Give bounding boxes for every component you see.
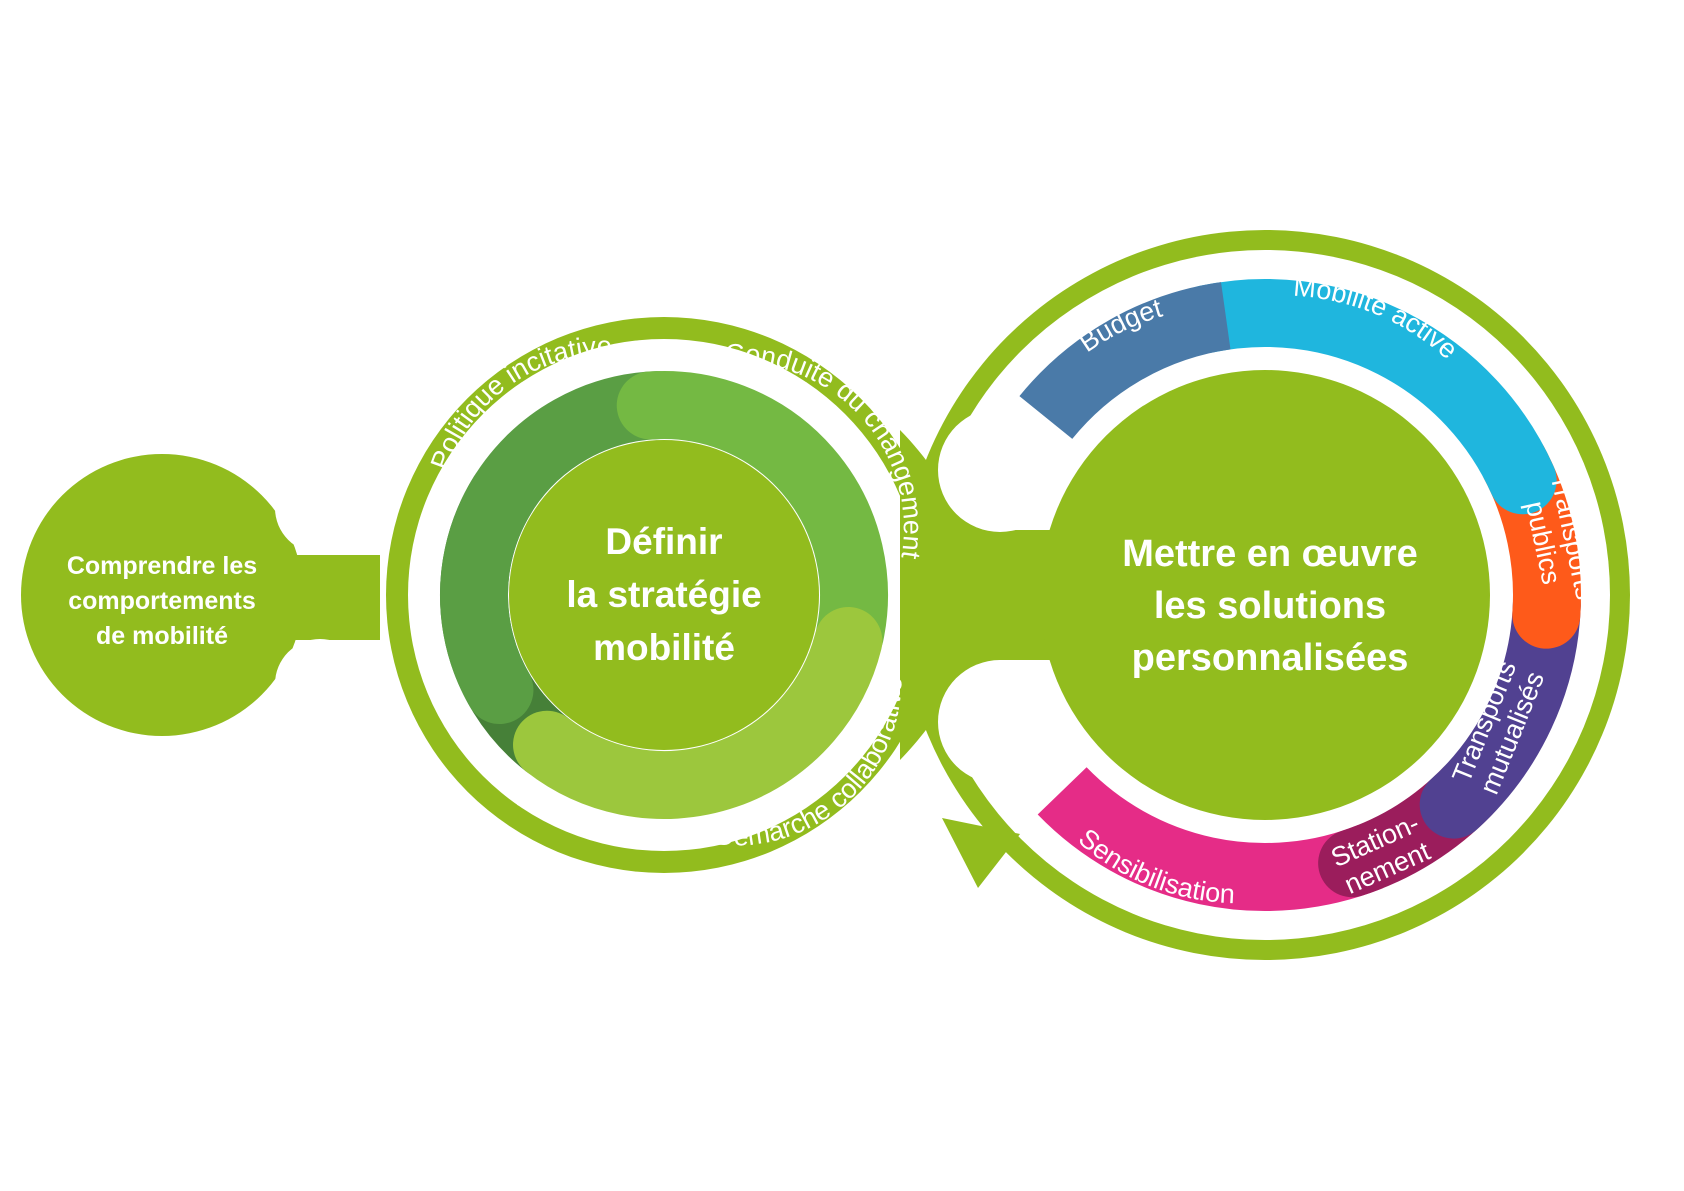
right-node-line-2: les solutions [1154,585,1386,627]
connector-notch-bottom [938,660,1062,784]
left-neck-notch-bottom [275,639,365,729]
center-node-line-1: Définir [605,521,722,562]
center-node-text: Définir la stratégie mobilité [566,521,761,668]
center-node-line-3: mobilité [593,627,735,668]
inner-ring [440,371,888,819]
right-node-text: Mettre en œuvre les solutions personnali… [1122,533,1418,679]
middle-right-connector [900,430,1080,760]
left-neck [260,555,380,640]
segment-mobilite-active [1172,279,1557,515]
center-node-line-2: la stratégie [566,574,761,615]
left-node-line-2: comportements [68,587,256,615]
right-node-line-1: Mettre en œuvre [1122,533,1418,575]
left-node-circle [21,454,303,736]
left-node-line-1: Comprendre les [67,552,257,580]
segment-budget [1019,282,1232,440]
right-node-circle [1040,370,1490,820]
loop-arrow-head [942,818,1020,888]
right-node-line-3: personnalisées [1132,637,1409,679]
outer-ring [1019,279,1581,911]
connector-notch-top [938,408,1062,532]
left-neck-notch-top [275,463,365,553]
segment-conduite-du-changement [616,371,888,669]
segment-demarche-collaborative [513,606,883,819]
left-node-text: Comprendre les comportements de mobilité [67,552,257,650]
center-node-circle [509,440,819,750]
segment-politique-incitative [440,371,692,724]
left-node-line-3: de mobilité [96,622,228,650]
